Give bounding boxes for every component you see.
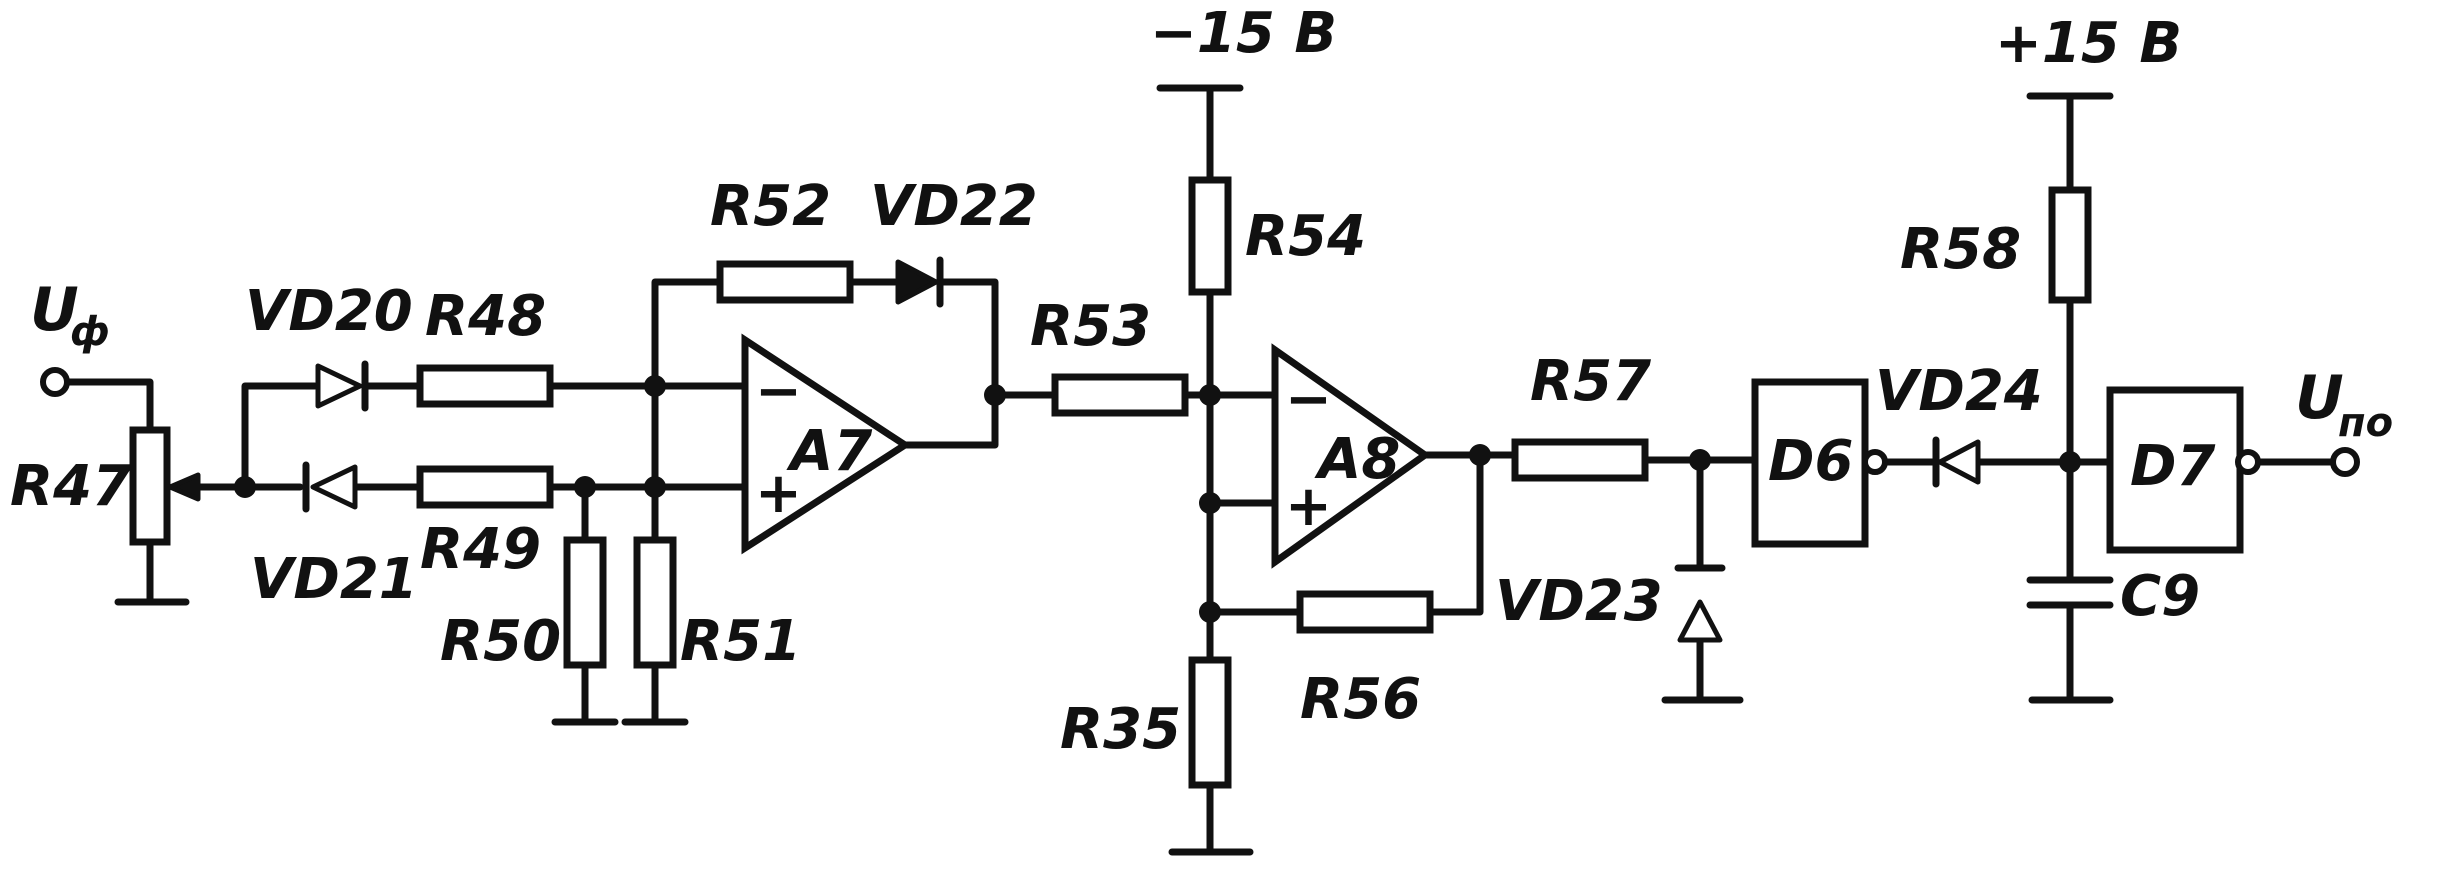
label-vd22: VD22	[870, 174, 1038, 239]
a8-minus: −	[1285, 367, 1332, 432]
resistor-r56	[1296, 590, 1434, 634]
output-symbol: U	[2295, 363, 2344, 433]
label-a7: A7	[786, 419, 872, 484]
label-c9: C9	[2120, 564, 2200, 629]
supply-negative-label: −15 В	[1150, 1, 1337, 66]
label-vd23: VD23	[1495, 569, 1663, 634]
resistor-r54	[1188, 176, 1232, 296]
diode-vd22	[895, 256, 944, 308]
junctions	[234, 375, 2081, 623]
resistor-r58	[2048, 186, 2092, 304]
resistor-r47	[129, 426, 171, 546]
label-r51: R51	[680, 609, 801, 674]
label-r50: R50	[440, 609, 561, 674]
label-r47: R47	[10, 454, 131, 519]
resistor-r53	[1051, 373, 1189, 417]
label-r58: R58	[1900, 217, 2021, 282]
label-r48: R48	[425, 284, 546, 349]
output-subscript: по	[2338, 400, 2393, 446]
label-r35: R35	[1060, 697, 1181, 762]
a7-plus: +	[755, 461, 802, 526]
label-vd20: VD20	[245, 279, 413, 344]
wiper-arrow-icon	[167, 472, 201, 502]
diode-vd24	[1932, 436, 1981, 488]
diode-vd21	[302, 461, 358, 513]
label-d7: D7	[2130, 434, 2215, 499]
label-r49: R49	[420, 517, 541, 582]
supply-positive-label: +15 В	[1995, 11, 2182, 76]
resistor-r57	[1511, 438, 1649, 482]
resistor-r52	[716, 260, 854, 304]
a8-plus: +	[1285, 474, 1332, 539]
diode-vd20	[315, 360, 369, 412]
resistor-r50	[563, 536, 607, 669]
opamp-a7	[741, 333, 912, 555]
opamp-a8	[1271, 343, 1432, 569]
label-a8: A8	[1314, 427, 1400, 492]
label-r53: R53	[1030, 294, 1151, 359]
resistor-r48	[416, 364, 554, 408]
d7-inverter-bubble	[2235, 449, 2261, 475]
resistor-r51	[633, 536, 677, 669]
output-terminal	[2330, 447, 2360, 477]
input-subscript: ф	[70, 309, 110, 355]
diode-vd23	[1674, 564, 1726, 643]
label-d6: D6	[1768, 429, 1853, 494]
label-vd21: VD21	[250, 547, 418, 612]
label-vd24: VD24	[1875, 359, 2043, 424]
label-r54: R54	[1245, 204, 1366, 269]
a7-minus: −	[755, 359, 802, 424]
resistor-r49	[416, 465, 554, 509]
label-r57: R57	[1530, 349, 1651, 414]
label-r52: R52	[710, 174, 831, 239]
d6-inverter-bubble	[1862, 449, 1888, 475]
resistor-r35	[1188, 656, 1232, 789]
input-symbol: U	[30, 275, 79, 345]
label-r56: R56	[1300, 667, 1421, 732]
input-terminal	[40, 367, 70, 397]
